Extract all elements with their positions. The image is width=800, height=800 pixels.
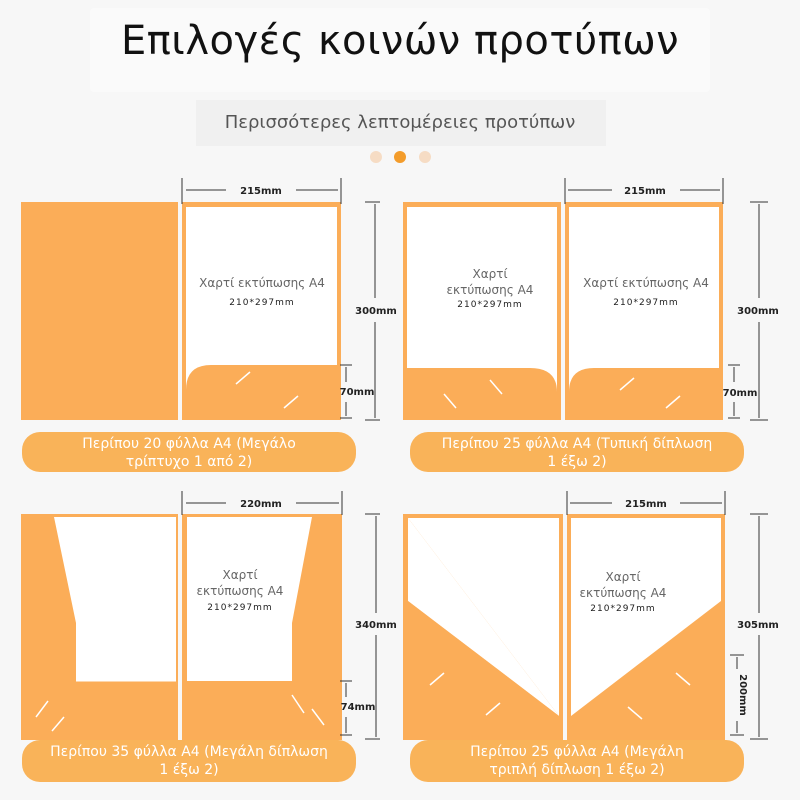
pocket-dimension: 70mm bbox=[723, 388, 758, 399]
card-slot bbox=[51, 716, 65, 732]
folder-pocket bbox=[565, 368, 723, 420]
caption-line-1: Περίπου 25 φύλλα A4 (Τυπική δίπλωση bbox=[441, 436, 713, 452]
paper-label-line2: εκτύπωσης A4 bbox=[447, 283, 534, 297]
a4-paper-sheet bbox=[571, 518, 721, 716]
caption-template-4: Περίπου 25 φύλλα A4 (Μεγάλη τριπλή δίπλω… bbox=[410, 740, 744, 782]
height-dimension: 305mm bbox=[737, 620, 779, 631]
folder-pocket bbox=[408, 601, 559, 735]
pocket-dimension: 200mm bbox=[737, 674, 748, 716]
card-slot bbox=[443, 393, 457, 409]
paper-size: 210*297mm bbox=[207, 603, 272, 613]
width-dimension: 220mm bbox=[240, 499, 282, 510]
page-title: Επιλογές κοινών προτύπων bbox=[120, 18, 680, 64]
folder-diagram-1: Χαρτί εκτύπωσης A4 210*297mm 215mm 300mm… bbox=[21, 178, 397, 421]
caption-line-2: 1 έξω 2) bbox=[159, 762, 219, 778]
caption-line-1: Περίπου 25 φύλλα A4 (Μεγάλη bbox=[470, 744, 684, 760]
paper-size: 210*297mm bbox=[590, 604, 655, 614]
card-slot bbox=[291, 694, 305, 714]
folder-diagram-2: Χαρτί εκτύπωσης A4 210*297mm Χαρτί εκτύπ… bbox=[403, 178, 779, 421]
folder-diagram-4: Χαρτί εκτύπωσης A4 210*297mm 215mm 305mm… bbox=[403, 491, 779, 740]
caption-template-2: Περίπου 25 φύλλα A4 (Τυπική δίπλωση 1 έξ… bbox=[410, 432, 744, 472]
paper-size: 210*297mm bbox=[229, 298, 294, 308]
caption-line-2: 1 έξω 2) bbox=[547, 454, 607, 470]
paper-label-line2: εκτύπωσης A4 bbox=[580, 586, 667, 600]
paper-size: 210*297mm bbox=[457, 300, 522, 310]
folder-pocket bbox=[187, 681, 336, 735]
width-dimension: 215mm bbox=[625, 499, 667, 510]
card-slot bbox=[665, 395, 681, 409]
paper-label-line1: Χαρτί bbox=[472, 267, 507, 281]
width-dimension: 215mm bbox=[624, 186, 666, 197]
folder-pocket bbox=[182, 365, 337, 420]
subtitle-background bbox=[196, 100, 606, 146]
height-dimension: 300mm bbox=[355, 306, 397, 317]
width-dimension: 215mm bbox=[240, 186, 282, 197]
pagination-dot-3[interactable] bbox=[419, 151, 431, 163]
card-slot bbox=[489, 379, 503, 395]
folder-cover-left bbox=[21, 202, 178, 420]
caption-line-2: τρίπτυχο 1 από 2) bbox=[125, 454, 253, 470]
folder-pocket bbox=[403, 368, 557, 420]
page-subtitle: Περισσότερες λεπτομέρειες προτύπων bbox=[224, 112, 576, 133]
paper-label: Χαρτί εκτύπωσης A4 bbox=[583, 276, 709, 290]
a4-paper-sheet bbox=[54, 517, 176, 681]
card-slot bbox=[675, 672, 691, 686]
card-slot bbox=[235, 371, 251, 385]
caption-template-3: Περίπου 35 φύλλα A4 (Μεγάλη δίπλωση 1 έξ… bbox=[22, 740, 356, 782]
paper-label: Χαρτί εκτύπωσης A4 bbox=[199, 276, 325, 290]
caption-line-2: τριπλή δίπλωση 1 έξω 2) bbox=[489, 762, 665, 778]
card-slot bbox=[627, 706, 643, 720]
title-background bbox=[90, 8, 710, 92]
pocket-dimension: 70mm bbox=[340, 387, 375, 398]
a4-paper-sheet bbox=[187, 517, 312, 681]
caption-line-1: Περίπου 35 φύλλα A4 (Μεγάλη δίπλωση bbox=[50, 744, 328, 760]
card-slot bbox=[619, 377, 635, 391]
paper-size: 210*297mm bbox=[613, 298, 678, 308]
caption-line-1: Περίπου 20 φύλλα A4 (Μεγάλο bbox=[82, 436, 296, 452]
height-dimension: 300mm bbox=[737, 306, 779, 317]
pagination-dot-1[interactable] bbox=[370, 151, 382, 163]
card-slot bbox=[485, 702, 501, 716]
card-slot bbox=[35, 700, 49, 718]
card-slot bbox=[311, 708, 325, 726]
folder-diagram-3: Χαρτί εκτύπωσης A4 210*297mm 220mm 340mm… bbox=[21, 491, 397, 740]
paper-label-line1: Χαρτί bbox=[222, 568, 257, 582]
paper-label-line1: Χαρτί bbox=[605, 570, 640, 584]
paper-label-line2: εκτύπωσης A4 bbox=[197, 584, 284, 598]
card-slot bbox=[429, 672, 445, 686]
card-slot bbox=[283, 395, 299, 409]
caption-template-1: Περίπου 20 φύλλα A4 (Μεγάλο τρίπτυχο 1 α… bbox=[22, 432, 356, 472]
pocket-dimension: 74mm bbox=[341, 702, 376, 713]
pagination-dot-2[interactable] bbox=[394, 151, 406, 163]
height-dimension: 340mm bbox=[355, 620, 397, 631]
